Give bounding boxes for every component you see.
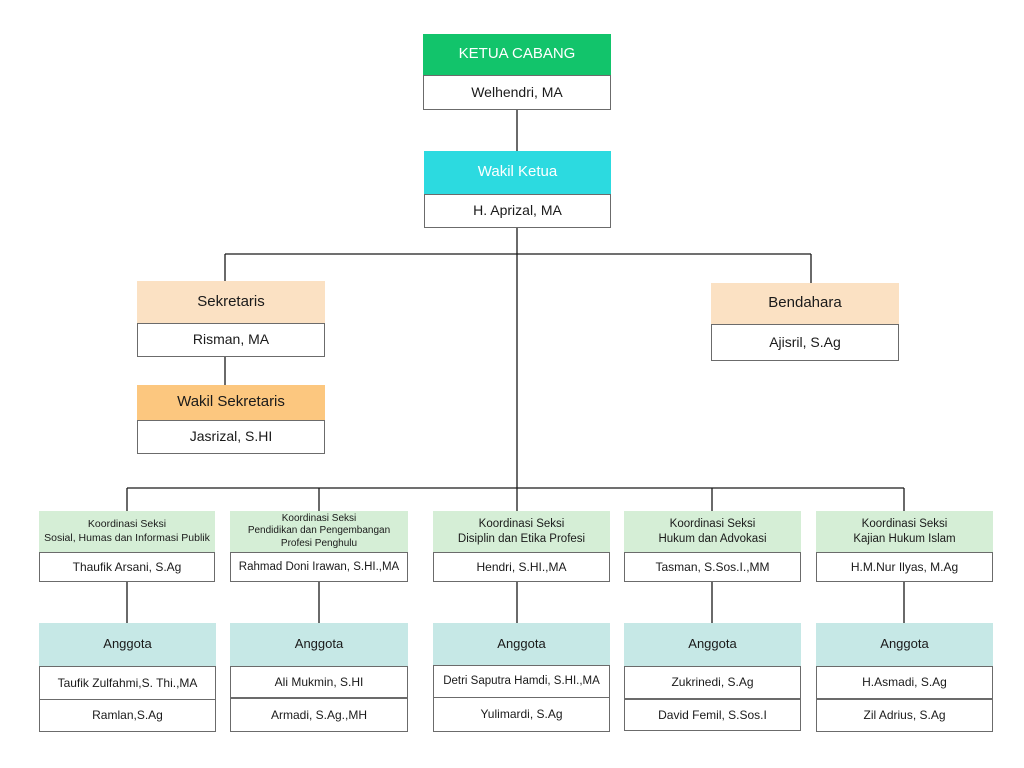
anggota-header: Anggota <box>624 623 801 666</box>
sekretaris-header: Sekretaris <box>137 281 325 323</box>
koordinasi-coordinator-box: Thaufik Arsani, S.Ag <box>39 552 215 582</box>
anggota-member-name: H.Asmadi, S.Ag <box>862 675 947 689</box>
anggota-member-name: Ali Mukmin, S.HI <box>274 674 364 689</box>
bendahara-name: Ajisril, S.Ag <box>769 333 841 350</box>
anggota-member-name: Detri Saputra Hamdi, S.HI.,MA <box>443 675 600 688</box>
anggota-member-name: Yulimardi, S.Ag <box>480 707 563 721</box>
wakil-ketua-title: Wakil Ketua <box>477 163 558 181</box>
sekretaris-name-box: Risman, MA <box>137 323 325 357</box>
wakil-ketua-name: H. Aprizal, MA <box>473 202 562 219</box>
anggota-title: Anggota <box>294 636 344 652</box>
bendahara-header: Bendahara <box>711 283 899 324</box>
anggota-member-box: Yulimardi, S.Ag <box>433 697 610 732</box>
anggota-title: Anggota <box>103 636 152 652</box>
koordinasi-seksi-header: Koordinasi Seksi Disiplin dan Etika Prof… <box>433 511 610 552</box>
bendahara-title: Bendahara <box>768 294 842 312</box>
wakil-sekretaris-name-box: Jasrizal, S.HI <box>137 420 325 454</box>
anggota-title: Anggota <box>688 636 737 652</box>
sekretaris-name: Risman, MA <box>192 331 270 348</box>
anggota-member-name: David Femil, S.Sos.I <box>658 707 767 722</box>
anggota-title: Anggota <box>497 635 546 651</box>
wakil-ketua-header: Wakil Ketua <box>424 151 611 194</box>
anggota-member-box: Zil Adrius, S.Ag <box>816 699 993 732</box>
koordinasi-coordinator-name: Tasman, S.Sos.I.,MM <box>655 559 770 574</box>
koordinasi-seksi-subtitle: Hukum dan Advokasi <box>658 532 767 545</box>
anggota-member-box: Ramlan,S.Ag <box>39 699 216 732</box>
ketua-cabang-title: KETUA CABANG <box>458 45 576 63</box>
koordinasi-seksi-header: Koordinasi Seksi Hukum dan Advokasi <box>624 511 801 552</box>
koordinasi-coordinator-box: Tasman, S.Sos.I.,MM <box>624 552 801 582</box>
wakil-sekretaris-header: Wakil Sekretaris <box>137 385 325 420</box>
ketua-cabang-header: KETUA CABANG <box>423 34 611 75</box>
anggota-member-box: Zukrinedi, S.Ag <box>624 666 801 699</box>
koordinasi-seksi-subtitle-2: Profesi Penghulu <box>280 537 358 549</box>
ketua-cabang-name: Welhendri, MA <box>471 83 563 100</box>
koordinasi-seksi-header: Koordinasi Seksi Pendidikan dan Pengemba… <box>230 511 408 552</box>
anggota-header: Anggota <box>230 623 408 666</box>
koordinasi-seksi-subtitle: Sosial, Humas dan Informasi Publik <box>44 531 210 544</box>
sekretaris-title: Sekretaris <box>197 292 265 310</box>
ketua-cabang-name-box: Welhendri, MA <box>423 75 611 110</box>
anggota-header: Anggota <box>816 623 993 666</box>
anggota-member-name: Ramlan,S.Ag <box>92 708 163 722</box>
koordinasi-coordinator-box: Rahmad Doni Irawan, S.HI.,MA <box>230 552 408 582</box>
anggota-member-box: Armadi, S.Ag.,MH <box>230 698 408 732</box>
koordinasi-coordinator-name: Rahmad Doni Irawan, S.HI.,MA <box>238 560 400 573</box>
koordinasi-seksi-title: Koordinasi Seksi <box>669 518 756 531</box>
anggota-member-box: Ali Mukmin, S.HI <box>230 666 408 698</box>
koordinasi-coordinator-name: H.M.Nur Ilyas, M.Ag <box>850 559 959 574</box>
koordinasi-seksi-header: Koordinasi Seksi Kajian Hukum Islam <box>816 511 993 552</box>
koordinasi-seksi-title: Koordinasi Seksi <box>861 518 948 531</box>
koordinasi-seksi-title: Koordinasi Seksi <box>87 518 167 531</box>
bendahara-name-box: Ajisril, S.Ag <box>711 324 899 361</box>
koordinasi-seksi-subtitle: Kajian Hukum Islam <box>853 532 956 545</box>
anggota-title: Anggota <box>880 636 929 652</box>
anggota-member-box: Taufik Zulfahmi,S. Thi.,MA <box>39 666 216 700</box>
anggota-header: Anggota <box>39 623 216 666</box>
koordinasi-coordinator-name: Hendri, S.HI.,MA <box>476 559 567 574</box>
anggota-member-name: Armadi, S.Ag.,MH <box>270 707 368 722</box>
koordinasi-seksi-header: Koordinasi Seksi Sosial, Humas dan Infor… <box>39 511 215 552</box>
anggota-member-box: Detri Saputra Hamdi, S.HI.,MA <box>433 665 610 698</box>
wakil-ketua-name-box: H. Aprizal, MA <box>424 194 611 228</box>
anggota-member-name: Zukrinedi, S.Ag <box>671 675 754 689</box>
koordinasi-seksi-subtitle: Disiplin dan Etika Profesi <box>457 532 586 545</box>
koordinasi-coordinator-box: Hendri, S.HI.,MA <box>433 552 610 582</box>
koordinasi-seksi-title: Koordinasi Seksi <box>281 512 357 524</box>
anggota-member-name: Zil Adrius, S.Ag <box>863 708 946 722</box>
anggota-member-name: Taufik Zulfahmi,S. Thi.,MA <box>57 675 198 690</box>
anggota-header: Anggota <box>433 623 610 665</box>
koordinasi-coordinator-box: H.M.Nur Ilyas, M.Ag <box>816 552 993 582</box>
wakil-sekretaris-title: Wakil Sekretaris <box>177 393 285 411</box>
wakil-sekretaris-name: Jasrizal, S.HI <box>189 428 273 445</box>
koordinasi-seksi-title: Koordinasi Seksi <box>478 518 565 531</box>
anggota-member-box: H.Asmadi, S.Ag <box>816 666 993 699</box>
koordinasi-coordinator-name: Thaufik Arsani, S.Ag <box>72 559 182 574</box>
anggota-member-box: David Femil, S.Sos.I <box>624 699 801 731</box>
koordinasi-seksi-subtitle: Pendidikan dan Pengembangan <box>247 525 391 537</box>
